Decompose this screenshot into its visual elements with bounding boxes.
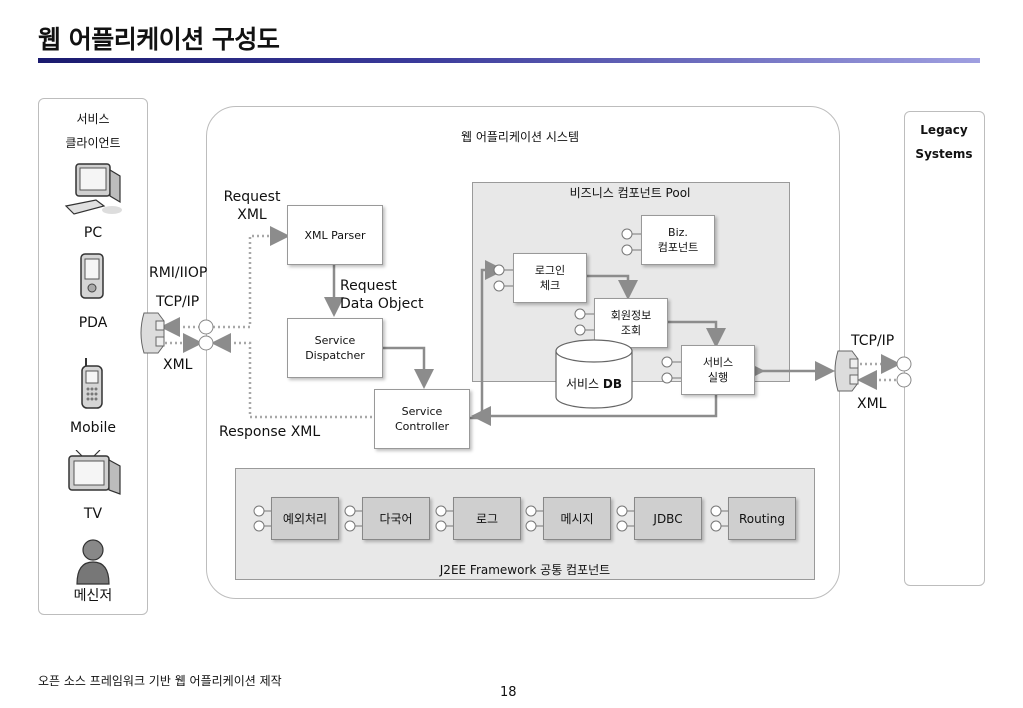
title-underline <box>38 58 980 63</box>
request-xml-label: Request XML <box>223 189 281 223</box>
legacy-title-line1: Legacy <box>920 123 968 137</box>
service-controller-box: Service Controller <box>374 389 470 449</box>
tcp-ip-left-label: TCP/IP <box>156 294 200 310</box>
framework-socket-4 <box>525 505 544 532</box>
framework-socket-5 <box>616 505 635 532</box>
framework-socket-2 <box>344 505 363 532</box>
page-number: 18 <box>500 685 517 700</box>
framework-socket-6 <box>710 505 729 532</box>
footer-text: 오픈 소스 프레임워크 기반 웹 어플리케이션 제작 <box>38 674 282 688</box>
client-port-connector <box>140 312 214 354</box>
xml-left-label: XML <box>163 357 193 373</box>
rmi-iiop-label: RMI/IIOP <box>149 265 208 281</box>
xml-right-label: XML <box>857 396 887 412</box>
service-dispatcher-box: Service Dispatcher <box>287 318 383 378</box>
framework-component-jdbc: JDBC <box>634 497 702 540</box>
legacy-systems-panel <box>904 111 985 586</box>
mobile-icon <box>81 358 103 409</box>
service-exec-sockets <box>661 356 682 384</box>
response-xml-label: Response XML <box>219 424 321 440</box>
device-label-messenger: 메신저 <box>73 588 113 604</box>
framework-socket-3 <box>435 505 454 532</box>
framework-component-i18n: 다국어 <box>362 497 430 540</box>
login-check-sockets <box>493 264 514 292</box>
request-data-object-label: Request Data Object <box>340 278 424 312</box>
framework-title: J2EE Framework 공통 컴포넌트 <box>439 563 611 577</box>
client-title-line2: 클라이언트 <box>65 136 121 150</box>
client-title-line1: 서비스 <box>76 112 110 126</box>
device-label-pda: PDA <box>78 315 108 331</box>
messenger-user-icon <box>76 539 110 585</box>
tcp-ip-right-label: TCP/IP <box>851 333 895 349</box>
service-db-label-prefix: 서비스 <box>565 377 603 391</box>
framework-socket-1 <box>253 505 272 532</box>
framework-component-log: 로그 <box>453 497 521 540</box>
device-label-tv: TV <box>83 506 103 522</box>
member-info-box: 회원정보 조회 <box>594 298 668 348</box>
legacy-port-connector <box>834 350 912 392</box>
pc-icon <box>64 163 122 215</box>
framework-component-routing: Routing <box>728 497 796 540</box>
service-db-cylinder-icon <box>555 339 633 409</box>
framework-component-exception: 예외처리 <box>271 497 339 540</box>
login-check-box: 로그인 체크 <box>513 253 587 303</box>
legacy-title-line2: Systems <box>915 147 973 161</box>
service-db-label: 서비스 DB <box>554 375 634 392</box>
tv-icon <box>68 450 121 495</box>
page-title: 웹 어플리케이션 구성도 <box>38 25 280 54</box>
framework-component-message: 메시지 <box>543 497 611 540</box>
service-db-label-bold: DB <box>602 377 623 391</box>
biz-component-box: Biz. 컴포넌트 <box>641 215 715 265</box>
member-info-sockets <box>574 308 595 336</box>
device-label-mobile: Mobile <box>70 420 116 436</box>
service-exec-box: 서비스 실행 <box>681 345 755 395</box>
device-label-pc: PC <box>83 225 103 241</box>
pool-title: 비즈니스 컴포넌트 Pool <box>569 186 691 200</box>
biz-component-sockets <box>621 228 642 256</box>
webapp-system-title: 웹 어플리케이션 시스템 <box>460 130 580 144</box>
pda-icon <box>80 253 104 299</box>
xml-parser-box: XML Parser <box>287 205 383 265</box>
